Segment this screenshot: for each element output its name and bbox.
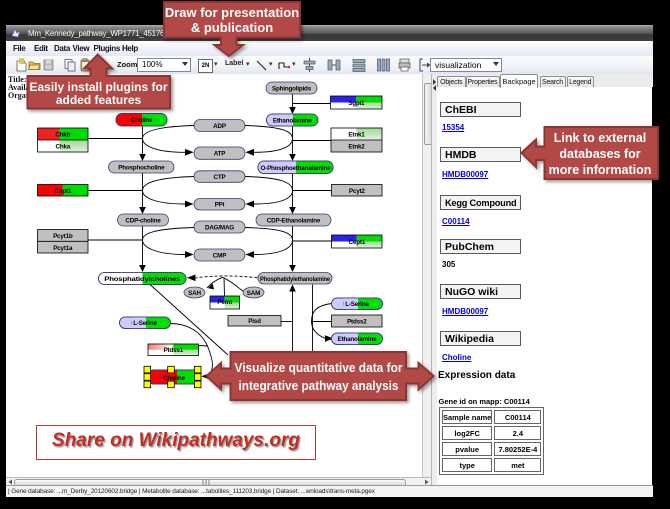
svg-text:Cept1: Cept1 <box>349 239 366 246</box>
svg-text:Chkb: Chkb <box>55 132 70 139</box>
svg-text:Ethanolamine: Ethanolamine <box>338 336 378 343</box>
svg-text:L-Serine: L-Serine <box>345 301 369 308</box>
svg-text:integrative pathway analysis: integrative pathway analysis <box>239 378 399 393</box>
svg-text:Availab: Availab <box>8 83 35 92</box>
svg-text:Easily install plugins for: Easily install plugins for <box>29 80 167 94</box>
svg-text:Choline: Choline <box>131 117 153 124</box>
svg-text:Ethanolamine: Ethanolamine <box>273 118 313 125</box>
svg-text:Ptdss2: Ptdss2 <box>347 318 367 325</box>
svg-text:Draw for presentation: Draw for presentation <box>165 5 299 20</box>
svg-text:Pcyt1a: Pcyt1a <box>53 245 73 252</box>
svg-text:Title:: Title: <box>8 75 27 84</box>
svg-text:L-Serine: L-Serine <box>133 320 157 327</box>
svg-text:Organis: Organis <box>8 91 36 100</box>
svg-text:Sgpl1: Sgpl1 <box>348 100 365 107</box>
svg-text:Pisd: Pisd <box>248 318 261 325</box>
svg-text:ATP: ATP <box>214 151 226 158</box>
svg-text:added features: added features <box>56 93 142 107</box>
svg-text:SAM: SAM <box>247 290 260 297</box>
svg-text:O-Phosphoethanolamine: O-Phosphoethanolamine <box>261 165 332 172</box>
svg-text:& publication: & publication <box>191 20 273 35</box>
svg-text:Etnk1: Etnk1 <box>348 132 365 139</box>
svg-text:Phosphatidylethanolamine: Phosphatidylethanolamine <box>260 276 331 283</box>
svg-text:Chka: Chka <box>55 144 70 151</box>
svg-text:DAG/MAG: DAG/MAG <box>205 225 234 232</box>
svg-text:more information: more information <box>549 163 652 177</box>
svg-text:Pcyt2: Pcyt2 <box>349 188 366 195</box>
svg-text:Phosphatidylcholines: Phosphatidylcholines <box>104 276 181 283</box>
svg-text:Chpt1: Chpt1 <box>54 188 72 195</box>
svg-text:PPi: PPi <box>215 202 225 209</box>
svg-text:CDP-choline: CDP-choline <box>125 218 161 225</box>
svg-text:CTP: CTP <box>214 174 226 181</box>
svg-text:Etnk2: Etnk2 <box>348 144 365 151</box>
svg-text:Phosphocholine: Phosphocholine <box>118 165 165 172</box>
svg-text:Ptdss1: Ptdss1 <box>164 347 184 354</box>
svg-text:Pcyt1b: Pcyt1b <box>53 233 73 240</box>
svg-text:databases for: databases for <box>559 147 640 161</box>
svg-text:ADP: ADP <box>213 123 226 130</box>
svg-text:SAH: SAH <box>188 290 201 297</box>
svg-text:CMP: CMP <box>213 253 226 260</box>
svg-text:CDP-Ethanolamine: CDP-Ethanolamine <box>267 218 321 225</box>
svg-text:Visualize quantitative data f: Visualize quantitative data for <box>235 360 403 375</box>
svg-text:Choline: Choline <box>163 375 185 382</box>
svg-text:Link to external: Link to external <box>554 131 646 145</box>
svg-text:Sphingolipids: Sphingolipids <box>272 86 312 93</box>
svg-text:Pemt: Pemt <box>217 299 233 306</box>
